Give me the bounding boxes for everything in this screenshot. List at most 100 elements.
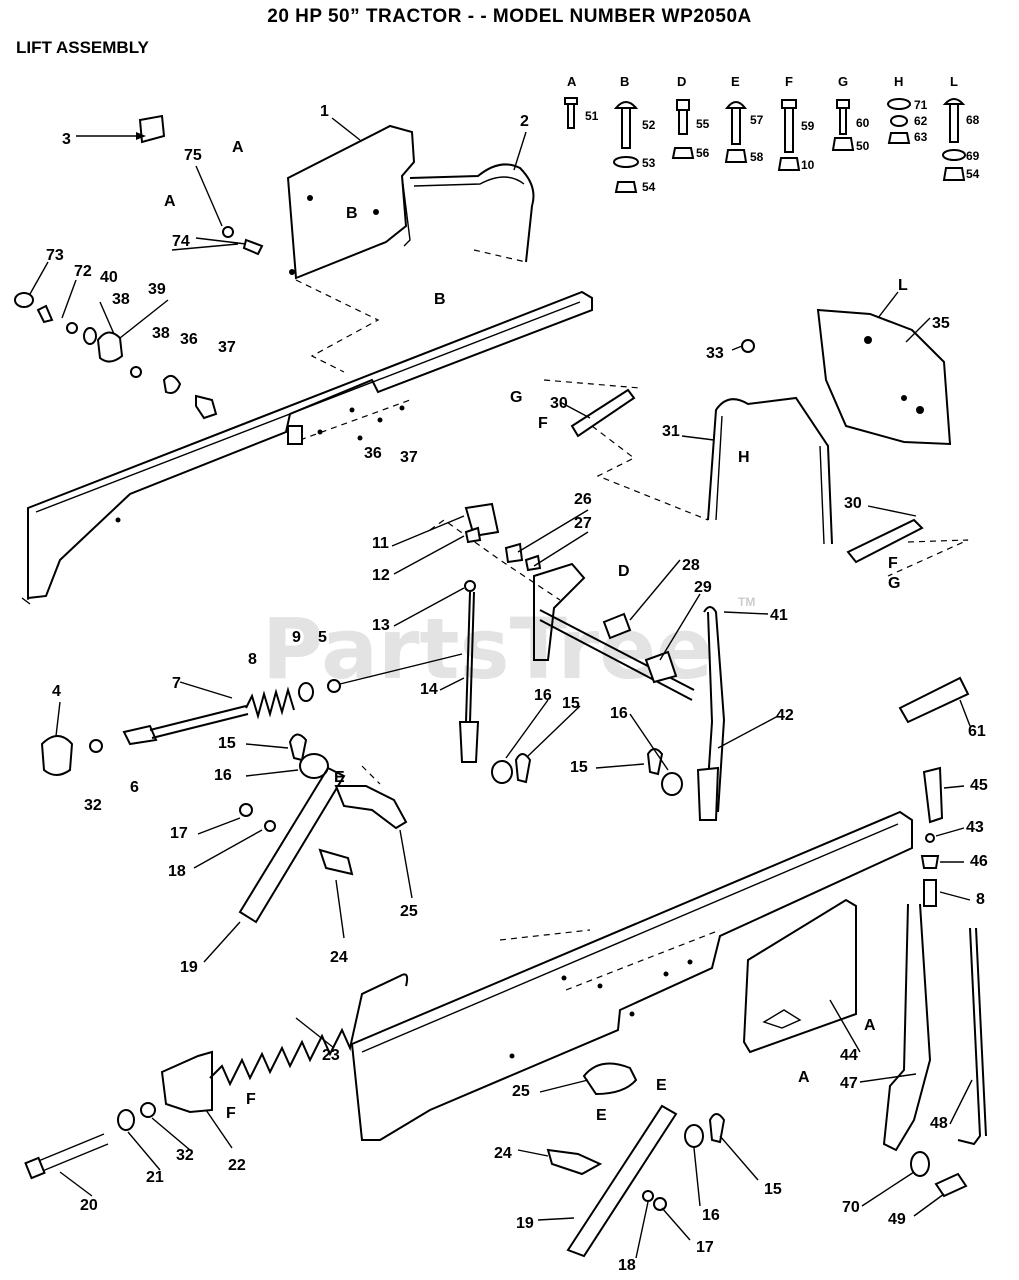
callout-30b: 30 [844,495,862,512]
callout-32a: 32 [84,797,102,814]
part-8-spring [245,686,295,720]
callout-11: 11 [372,535,389,552]
callout-70: 70 [842,1199,860,1216]
legend-part-62: 62 [914,114,928,128]
callout-61: 61 [968,723,986,740]
callout-47: 47 [840,1075,858,1092]
part-16d-washer [684,1124,704,1148]
callout-6: 6 [130,779,139,796]
part-4-knob [40,735,74,776]
legend-part-51: 51 [585,109,599,123]
callout-37b: 37 [400,449,418,466]
part-26-bracket [504,542,524,564]
part-16-lift-bracket [533,562,586,661]
part-45-grip [922,766,944,824]
callout-1: 1 [320,103,329,120]
ref-f-2: F [888,555,898,572]
part-38b-bushing [130,366,142,378]
callout-75: 75 [184,147,202,164]
ref-l: L [898,277,908,294]
section-title: LIFT ASSEMBLY [16,38,149,57]
callout-43: 43 [966,819,984,836]
callout-41: 41 [770,607,788,624]
part-15c-clip [646,748,664,776]
legend-part-56: 56 [696,146,710,160]
ref-e-2: E [656,1077,667,1094]
callout-20: 20 [80,1197,98,1214]
part-75-nut [222,226,234,238]
part-11-pivot [464,502,500,538]
leader-lines [29,117,973,1259]
callout-38b: 38 [152,325,170,342]
legend-part-69: 69 [966,149,980,163]
part-19b-link [566,1104,678,1258]
part-44-plate [742,898,857,1054]
part-30b-shaft [846,518,924,564]
ref-a-1: A [232,139,244,156]
legend-part-58: 58 [750,150,764,164]
callout-4: 4 [52,683,61,700]
legend-part-52: 52 [642,118,656,132]
part-38-bushing [83,327,97,345]
callout-36b: 36 [364,445,382,462]
part-24b-pin [546,1148,603,1176]
part-16b-washer [491,760,513,784]
upper-frame-rail [21,290,593,605]
callout-44: 44 [840,1047,858,1064]
callout-13: 13 [372,617,390,634]
legend-part-60: 60 [856,116,870,130]
callout-16a: 16 [214,767,232,784]
callout-7: 7 [172,675,181,692]
part-24-pin [318,848,354,876]
part-6-bolt [122,724,158,746]
ref-g-2: G [888,575,900,592]
callout-30a: 30 [550,395,568,412]
callout-15c: 15 [570,759,588,776]
callout-33: 33 [706,345,724,362]
callout-42: 42 [776,707,794,724]
legend-group-f: F [785,74,793,89]
part-20-bolt [24,1156,46,1180]
lower-frame-rail [350,810,913,1141]
callout-27: 27 [574,515,592,532]
part-15d-clip [708,1113,726,1144]
callout-3: 3 [62,131,71,148]
callout-40: 40 [100,269,118,286]
callout-73: 73 [46,247,64,264]
ref-f-4: F [226,1105,236,1122]
part-31-lift-arm [707,396,833,545]
callout-24a: 24 [330,949,348,966]
callout-18a: 18 [168,863,186,880]
callout-16b: 16 [534,687,552,704]
ref-a-4: A [798,1069,810,1086]
callout-12: 12 [372,567,390,584]
part-15-clip [288,733,308,762]
part-70-washer [910,1151,930,1177]
ref-a-3: A [864,1017,876,1034]
part-30-shaft [570,388,636,438]
legend-part-63: 63 [914,130,928,144]
part-25-bracket [334,785,408,830]
callout-35: 35 [932,315,950,332]
ref-f-1: F [538,415,548,432]
callout-9: 9 [292,629,301,646]
callout-15a: 15 [218,735,236,752]
part-23-spring [209,973,409,1087]
callout-25b: 25 [512,1083,530,1100]
legend-part-55: 55 [696,117,710,131]
watermark-tm: TM [738,595,755,609]
part-21-washer [117,1109,135,1131]
callout-2: 2 [520,113,529,130]
callout-16c: 16 [610,705,628,722]
part-14-rod [465,591,475,723]
callout-18b: 18 [618,1257,636,1274]
legend-group-g: G [838,74,848,89]
ref-b-1: B [346,205,358,222]
part-16c-washer [661,772,683,796]
part-13-nut [464,580,476,592]
page-title: 20 HP 50” TRACTOR - - MODEL NUMBER WP205… [267,6,752,27]
ref-f-3: F [246,1091,256,1108]
callout-15d: 15 [764,1181,782,1198]
part-7-rod [149,705,249,739]
